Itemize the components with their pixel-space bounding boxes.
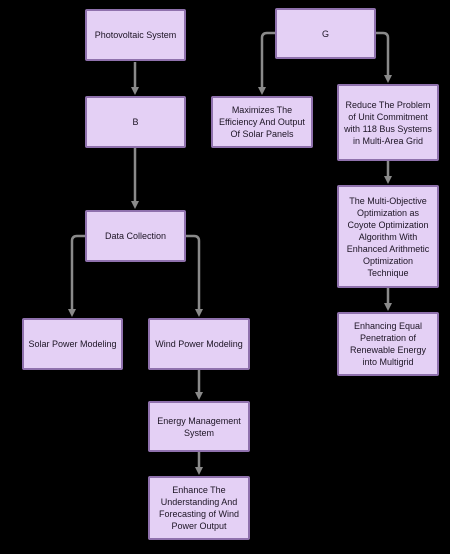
node-coyote-optimization: The Multi-Objective Optimization as Coyo… <box>337 185 439 288</box>
edge-data-collection-to-wind <box>186 234 201 310</box>
node-energy-management-system: Energy Management System <box>148 401 250 452</box>
node-b: B <box>85 96 186 148</box>
arrowhead <box>384 75 392 83</box>
arrowhead <box>384 303 392 311</box>
node-maximize-efficiency: Maximizes The Efficiency And Output Of S… <box>211 96 313 148</box>
arrowhead <box>384 176 392 184</box>
edge-data-collection-to-solar <box>70 234 85 310</box>
node-enhance-forecasting: Enhance The Understanding And Forecastin… <box>148 476 250 540</box>
arrowhead <box>131 201 139 209</box>
arrowhead <box>68 309 76 317</box>
node-photovoltaic-system: Photovoltaic System <box>85 9 186 61</box>
arrowhead <box>195 309 203 317</box>
arrowhead <box>258 87 266 95</box>
node-solar-power-modeling: Solar Power Modeling <box>22 318 123 370</box>
edge-g-to-reduce-problem <box>376 31 390 76</box>
node-equal-penetration: Enhancing Equal Penetration of Renewable… <box>337 312 439 376</box>
edge-g-to-maximize-efficiency <box>260 31 275 88</box>
node-g: G <box>275 8 376 59</box>
node-reduce-unit-commitment: Reduce The Problem of Unit Commitment wi… <box>337 84 439 161</box>
arrowhead <box>195 467 203 475</box>
arrowhead <box>131 87 139 95</box>
node-data-collection: Data Collection <box>85 210 186 262</box>
node-wind-power-modeling: Wind Power Modeling <box>148 318 250 370</box>
arrowhead <box>195 392 203 400</box>
